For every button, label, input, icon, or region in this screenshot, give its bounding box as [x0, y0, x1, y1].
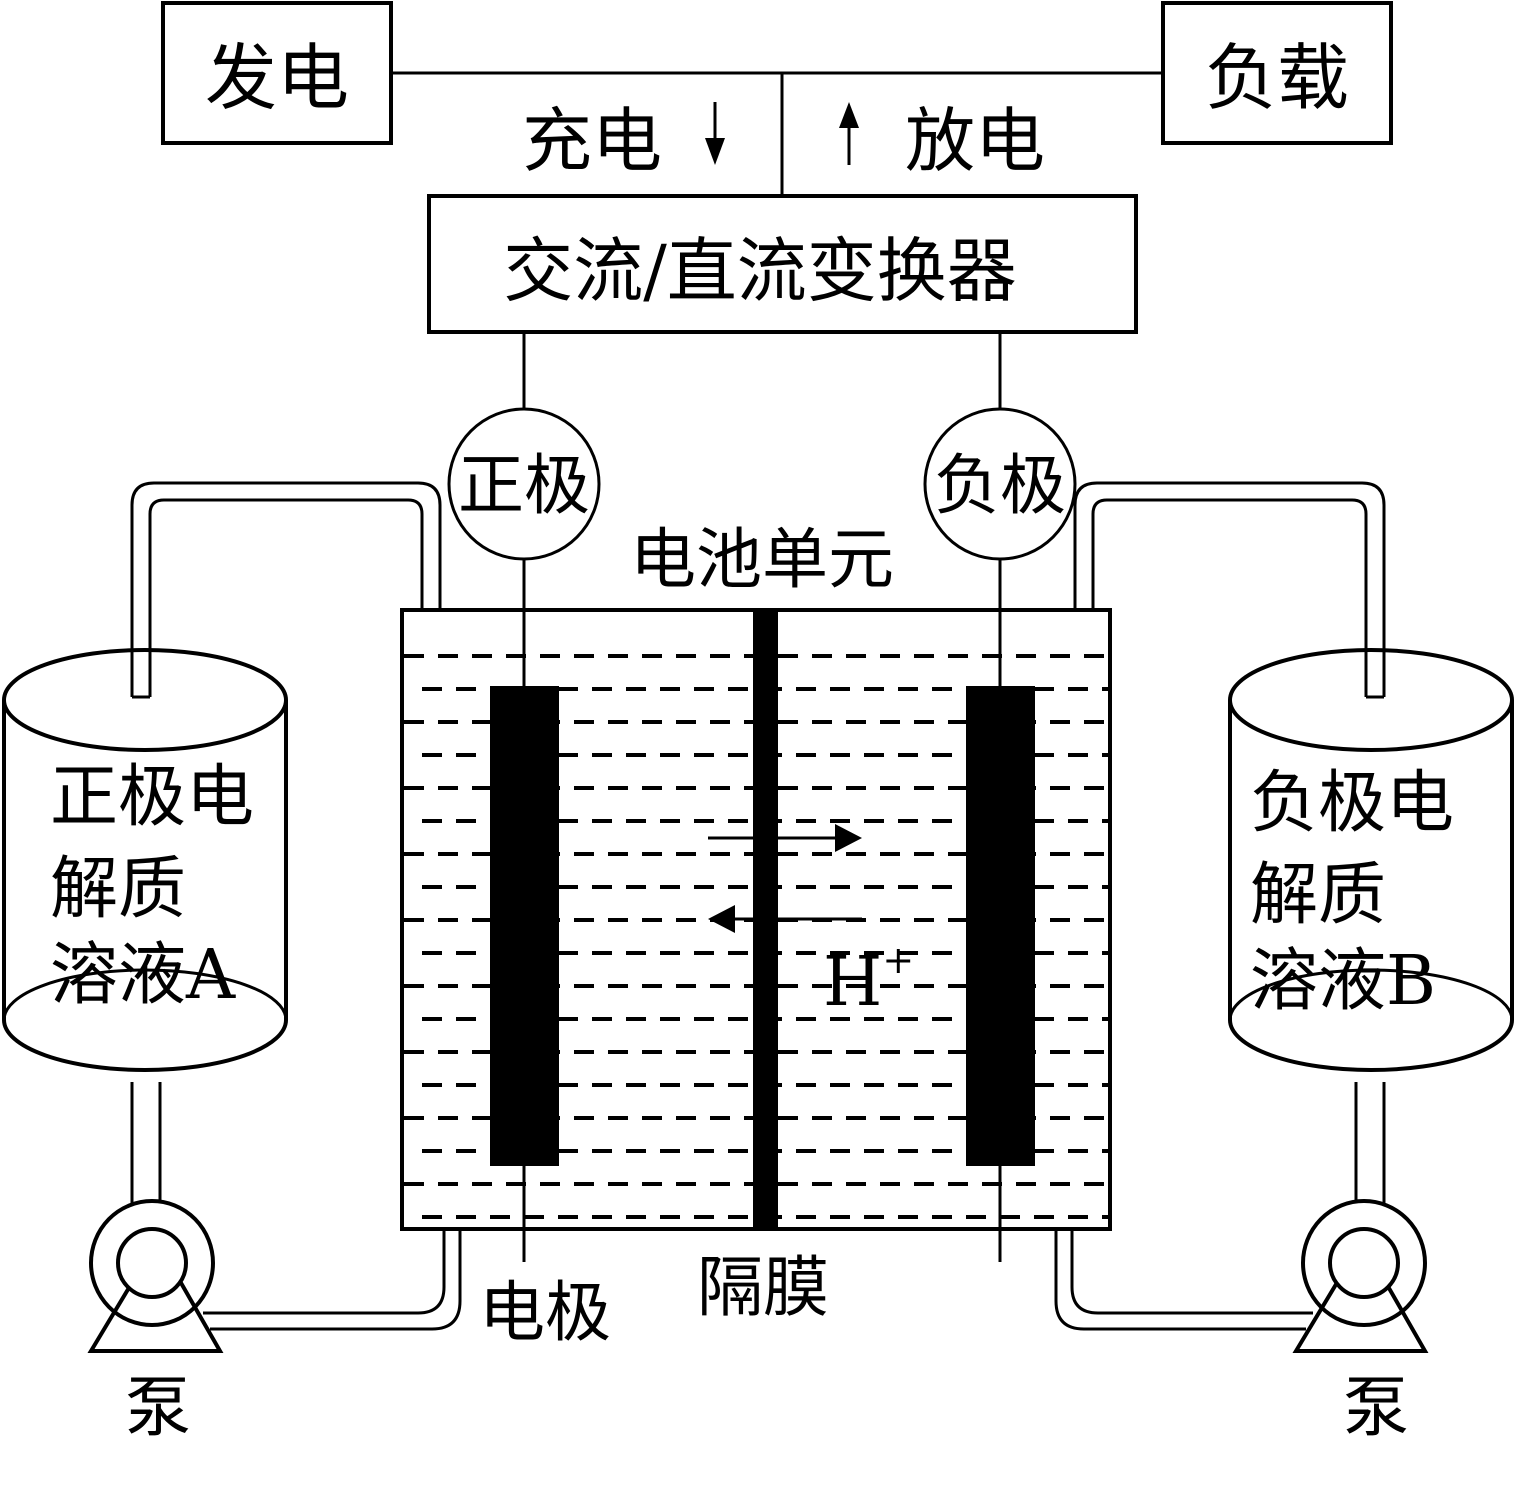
positive-electrode-plate [490, 686, 559, 1166]
load-box: 负载 [1161, 1, 1393, 145]
discharge-arrow-icon [839, 102, 859, 165]
converter-label: 交流/直流变换器 [503, 230, 1017, 312]
pump-right-label: 泵 [1343, 1369, 1409, 1446]
ion-label: H+ [823, 938, 914, 1022]
pipe-top-left [130, 481, 442, 699]
tank-right: 负极电 解质 溶液B [1228, 648, 1514, 1072]
pipe-bottom-right [1054, 1082, 1386, 1331]
positive-terminal-label: 正极 [458, 447, 590, 524]
load-label: 负载 [1205, 36, 1349, 120]
charge-label: 充电 [522, 100, 662, 182]
ion-charge: + [882, 938, 914, 982]
pump-right-icon [1292, 1199, 1429, 1353]
tank-right-label: 负极电 解质 溶液B [1250, 764, 1476, 1021]
negative-terminal-label: 负极 [934, 447, 1066, 524]
tank-left-label: 正极电 解质 溶液A [50, 758, 276, 1015]
negative-electrode-plate [966, 686, 1035, 1166]
electrode-label: 电极 [479, 1274, 611, 1351]
generation-label: 发电 [205, 36, 349, 120]
cell-label: 电池单元 [630, 521, 894, 598]
discharge-label: 放电 [905, 100, 1045, 182]
pipe-bottom-left [130, 1082, 462, 1331]
positive-terminal: 正极 [447, 407, 601, 561]
tank-left: 正极电 解质 溶液A [2, 648, 288, 1072]
ion-arrow-left-icon [708, 905, 862, 933]
charge-arrow-icon [705, 102, 725, 165]
pipe-top-right [1073, 481, 1386, 699]
pump-left-label: 泵 [125, 1369, 191, 1446]
converter-box: 交流/直流变换器 [427, 194, 1138, 334]
pump-left-icon [87, 1199, 224, 1353]
membrane-label: 隔膜 [697, 1249, 829, 1326]
ion-symbol: H [823, 943, 882, 1022]
ion-arrow-right-icon [708, 824, 862, 852]
generation-box: 发电 [161, 1, 393, 145]
negative-terminal: 负极 [923, 407, 1077, 561]
